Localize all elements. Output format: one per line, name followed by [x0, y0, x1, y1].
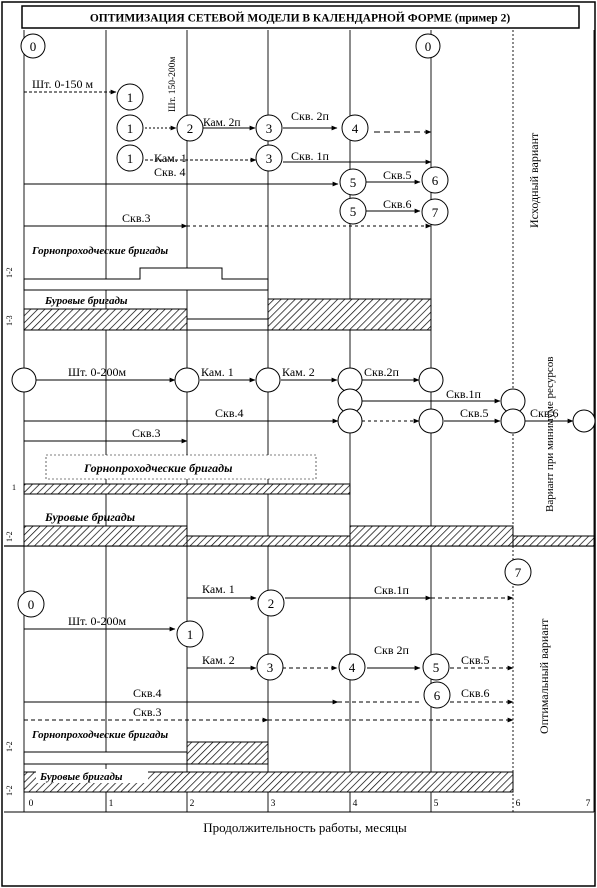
- crew-tunnel-label-s3: Горнопроходческие бригады: [31, 729, 168, 741]
- crew-tunnel-label-s2: Горнопроходческие бригады: [83, 461, 232, 475]
- node-s1-3a: 3: [266, 121, 273, 136]
- label-s2-kam2: Кам. 2: [282, 365, 315, 379]
- node-s1-2: 2: [187, 121, 194, 136]
- label-s3-skv1p: Скв.1п: [374, 583, 410, 597]
- crew-drill-label-s2: Буровые бригады: [44, 510, 135, 524]
- node-s3-6: 6: [434, 688, 441, 703]
- label-s2-kam1: Кам. 1: [201, 365, 234, 379]
- node-s3-7: 7: [515, 565, 522, 580]
- label-s2-skv5: Скв.5: [460, 406, 489, 420]
- label-s2-skv3: Скв.3: [132, 426, 161, 440]
- node-s1-1b: 1: [127, 121, 134, 136]
- node-s1-7: 7: [432, 205, 439, 220]
- label-s1-sht: Шт. 0-150 м: [32, 77, 93, 91]
- axis-label: Продолжительность работы, месяцы: [203, 820, 407, 835]
- crew-drill-label-s3: Буровые бригады: [39, 771, 123, 783]
- tick-6: 6: [516, 799, 521, 809]
- node-s3-start: 0: [28, 597, 35, 612]
- crew-drill-label-bg-s3: [36, 769, 148, 783]
- node-s1-5a: 5: [350, 175, 357, 190]
- section-initial: 0 0 1 1 2 3 4 1 3 5 5 6 7 Шт. 0-150 м Ка…: [5, 33, 541, 331]
- node-s3-1: 1: [187, 627, 194, 642]
- tick-3: 3: [271, 799, 276, 809]
- label-s2-skv1p: Скв.1п: [446, 387, 482, 401]
- title-box: [21, 5, 580, 29]
- crew-tunnel-label-box-s2: [45, 454, 317, 480]
- side-mark-s2a: 1: [12, 483, 16, 492]
- tick-4: 4: [353, 799, 358, 809]
- node-s1-4: 4: [352, 121, 359, 136]
- crew-tunnel-bar-s3-b: [186, 741, 269, 765]
- node-s1-end: 0: [425, 39, 432, 54]
- side-mark-s1b: 1-3: [5, 315, 14, 326]
- variant-initial-label: Исходный вариант: [527, 132, 541, 228]
- node-s3-2: 2: [268, 596, 275, 611]
- crew-drill-bar-s2-b: [186, 535, 351, 547]
- label-s3-kam1: Кам. 1: [202, 582, 235, 596]
- label-s1-skv6: Скв.6: [383, 197, 412, 211]
- label-s3-skv2p: Скв 2п: [374, 643, 410, 657]
- label-s1-skv1p: Скв. 1п: [291, 149, 330, 163]
- label-s3-skv4: Скв.4: [133, 686, 162, 700]
- side-mark-s1a: 1-2: [5, 267, 14, 278]
- crew-tunnel-bar-s2: [23, 483, 351, 495]
- node-s3-5: 5: [433, 660, 440, 675]
- crew-drill-bar-s2-d: [512, 535, 595, 547]
- label-s3-skv3: Скв.3: [133, 705, 162, 719]
- crew-drill-bar-s2-c: [349, 525, 514, 547]
- svg-text:Вариант при минимуме ресурсов: Вариант при минимуме ресурсов: [544, 357, 556, 512]
- crew-drill-label-s1: Буровые бригады: [44, 295, 128, 307]
- variant-optimal-label: Оптимальный вариант: [537, 618, 551, 734]
- label-s2-skv6: Скв.6: [530, 406, 559, 420]
- node-s1-6: 6: [432, 173, 439, 188]
- tick-1: 1: [109, 799, 114, 809]
- crew-drill-bar-s2-a: [23, 525, 188, 547]
- node-s3-3: 3: [267, 660, 274, 675]
- node-s1-start: 0: [30, 39, 37, 54]
- tick-5: 5: [434, 799, 439, 809]
- label-s2-skv4: Скв.4: [215, 406, 244, 420]
- label-s2-skv2p: Скв.2п: [364, 365, 400, 379]
- tick-7: 7: [586, 799, 591, 809]
- tick-0: 0: [29, 799, 34, 809]
- label-s3-skv5: Скв.5: [461, 653, 490, 667]
- label-s1-skv3: Скв.3: [122, 211, 151, 225]
- side-mark-s2b: 1-2: [5, 531, 14, 542]
- label-s1-kam2: Кам. 2п: [203, 117, 241, 129]
- label-s2-sht: Шт. 0-200м: [68, 365, 126, 379]
- section-min-resources: Шт. 0-200м Кам. 1 Кам. 2 Скв.2п Скв.1п С…: [5, 357, 596, 547]
- label-s1-skv4: Скв. 4: [154, 165, 186, 179]
- crew-drill-bar-s1-b: [186, 318, 269, 331]
- label-s1-skv2p: Скв. 2п: [291, 109, 330, 123]
- label-s3-skv6: Скв.6: [461, 686, 490, 700]
- node-s1-3b: 3: [266, 151, 273, 166]
- diagram-title: ОПТИМИЗАЦИЯ СЕТЕВОЙ МОДЕЛИ В КАЛЕНДАРНОЙ…: [90, 11, 510, 25]
- label-s3-kam2: Кам. 2: [202, 653, 235, 667]
- node-s1-1a: 1: [127, 90, 134, 105]
- crew-tunnel-bar-s3-a: [23, 751, 188, 765]
- label-s1-sht-vertical: Шт. 150-200м: [168, 57, 178, 112]
- crew-tunnel-label-s1: Горнопроходческие бригады: [31, 245, 168, 257]
- variant-min-resources-label: Вариант при минимуме ресурсов: [544, 357, 556, 512]
- label-s1-kam1: Кам. 1: [154, 151, 187, 165]
- label-s3-sht: Шт. 0-200м: [68, 614, 126, 628]
- node-s3-4: 4: [349, 660, 356, 675]
- crew-drill-bar-s1-a: [23, 308, 188, 331]
- tick-2: 2: [190, 799, 195, 809]
- node-s1-1c: 1: [127, 151, 134, 166]
- crew-drill-bar-s1-c: [267, 298, 432, 331]
- section-optimal: 0 1 2 3 4 5 6 7 Кам. 1 Скв.1п Шт. 0-200м…: [5, 558, 551, 796]
- label-s1-skv5: Скв.5: [383, 168, 412, 182]
- crew-tunnel-bar-s1: [23, 267, 269, 291]
- node-s1-5b: 5: [350, 204, 357, 219]
- side-mark-s3b: 1-2: [5, 785, 14, 796]
- side-mark-s3a: 1-2: [5, 741, 14, 752]
